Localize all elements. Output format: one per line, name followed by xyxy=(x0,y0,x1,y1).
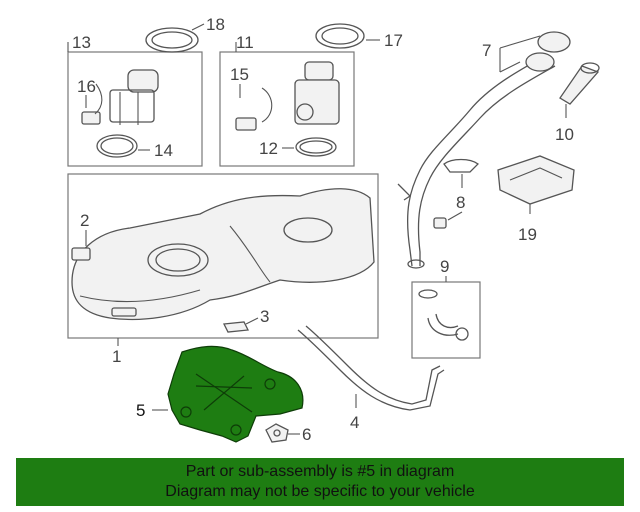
callout-2[interactable]: 2 xyxy=(80,211,89,230)
box-13 xyxy=(67,51,203,167)
banner-line-2: Diagram may not be specific to your vehi… xyxy=(165,483,475,500)
callout-11[interactable]: 11 xyxy=(236,33,254,52)
callout-5[interactable]: 5 xyxy=(136,401,145,420)
tank-strap-4 xyxy=(297,325,445,411)
callout-17[interactable]: 17 xyxy=(384,31,403,50)
seal-ring-14 xyxy=(96,134,138,158)
fuel-pump-module-left xyxy=(81,69,159,125)
gasket-8 xyxy=(443,158,479,173)
vent-hose-9 xyxy=(418,289,469,341)
filler-pipe xyxy=(397,31,571,269)
fuel-tank xyxy=(71,188,375,321)
evap-canister-19 xyxy=(497,155,575,205)
nut-6 xyxy=(265,423,289,443)
callout-6[interactable]: 6 xyxy=(302,425,311,444)
callout-13[interactable]: 13 xyxy=(72,33,91,52)
pad-3 xyxy=(222,321,250,333)
fuel-tank-shield-5[interactable] xyxy=(167,345,304,443)
callout-4[interactable]: 4 xyxy=(350,413,359,432)
callout-12[interactable]: 12 xyxy=(259,139,278,158)
banner-line-1: Part or sub-assembly is #5 in diagram xyxy=(185,463,455,480)
box-11 xyxy=(219,51,355,167)
callout-8[interactable]: 8 xyxy=(456,193,465,212)
box-1 xyxy=(67,173,379,339)
lock-ring-18 xyxy=(145,27,199,53)
callout-1[interactable]: 1 xyxy=(112,347,121,366)
seal-ring-12 xyxy=(295,137,337,157)
callout-16[interactable]: 16 xyxy=(77,77,96,96)
parts-diagram: 13 16 14 18 11 15 12 17 xyxy=(67,15,600,444)
lock-ring-17 xyxy=(315,23,365,49)
callout-18[interactable]: 18 xyxy=(206,15,225,34)
info-banner: Part or sub-assembly is #5 in diagram Di… xyxy=(16,458,624,506)
clip-8 xyxy=(433,217,447,229)
pad-2 xyxy=(71,247,91,261)
callout-19[interactable]: 19 xyxy=(518,225,537,244)
box-9 xyxy=(411,281,481,359)
callout-7[interactable]: 7 xyxy=(482,41,491,60)
fuel-pump-module-right xyxy=(235,61,340,131)
callout-14[interactable]: 14 xyxy=(154,141,173,160)
hose-10 xyxy=(559,65,600,105)
callout-10[interactable]: 10 xyxy=(555,125,574,144)
callout-9[interactable]: 9 xyxy=(440,257,449,276)
callout-3[interactable]: 3 xyxy=(260,307,269,326)
callout-15[interactable]: 15 xyxy=(230,65,249,84)
